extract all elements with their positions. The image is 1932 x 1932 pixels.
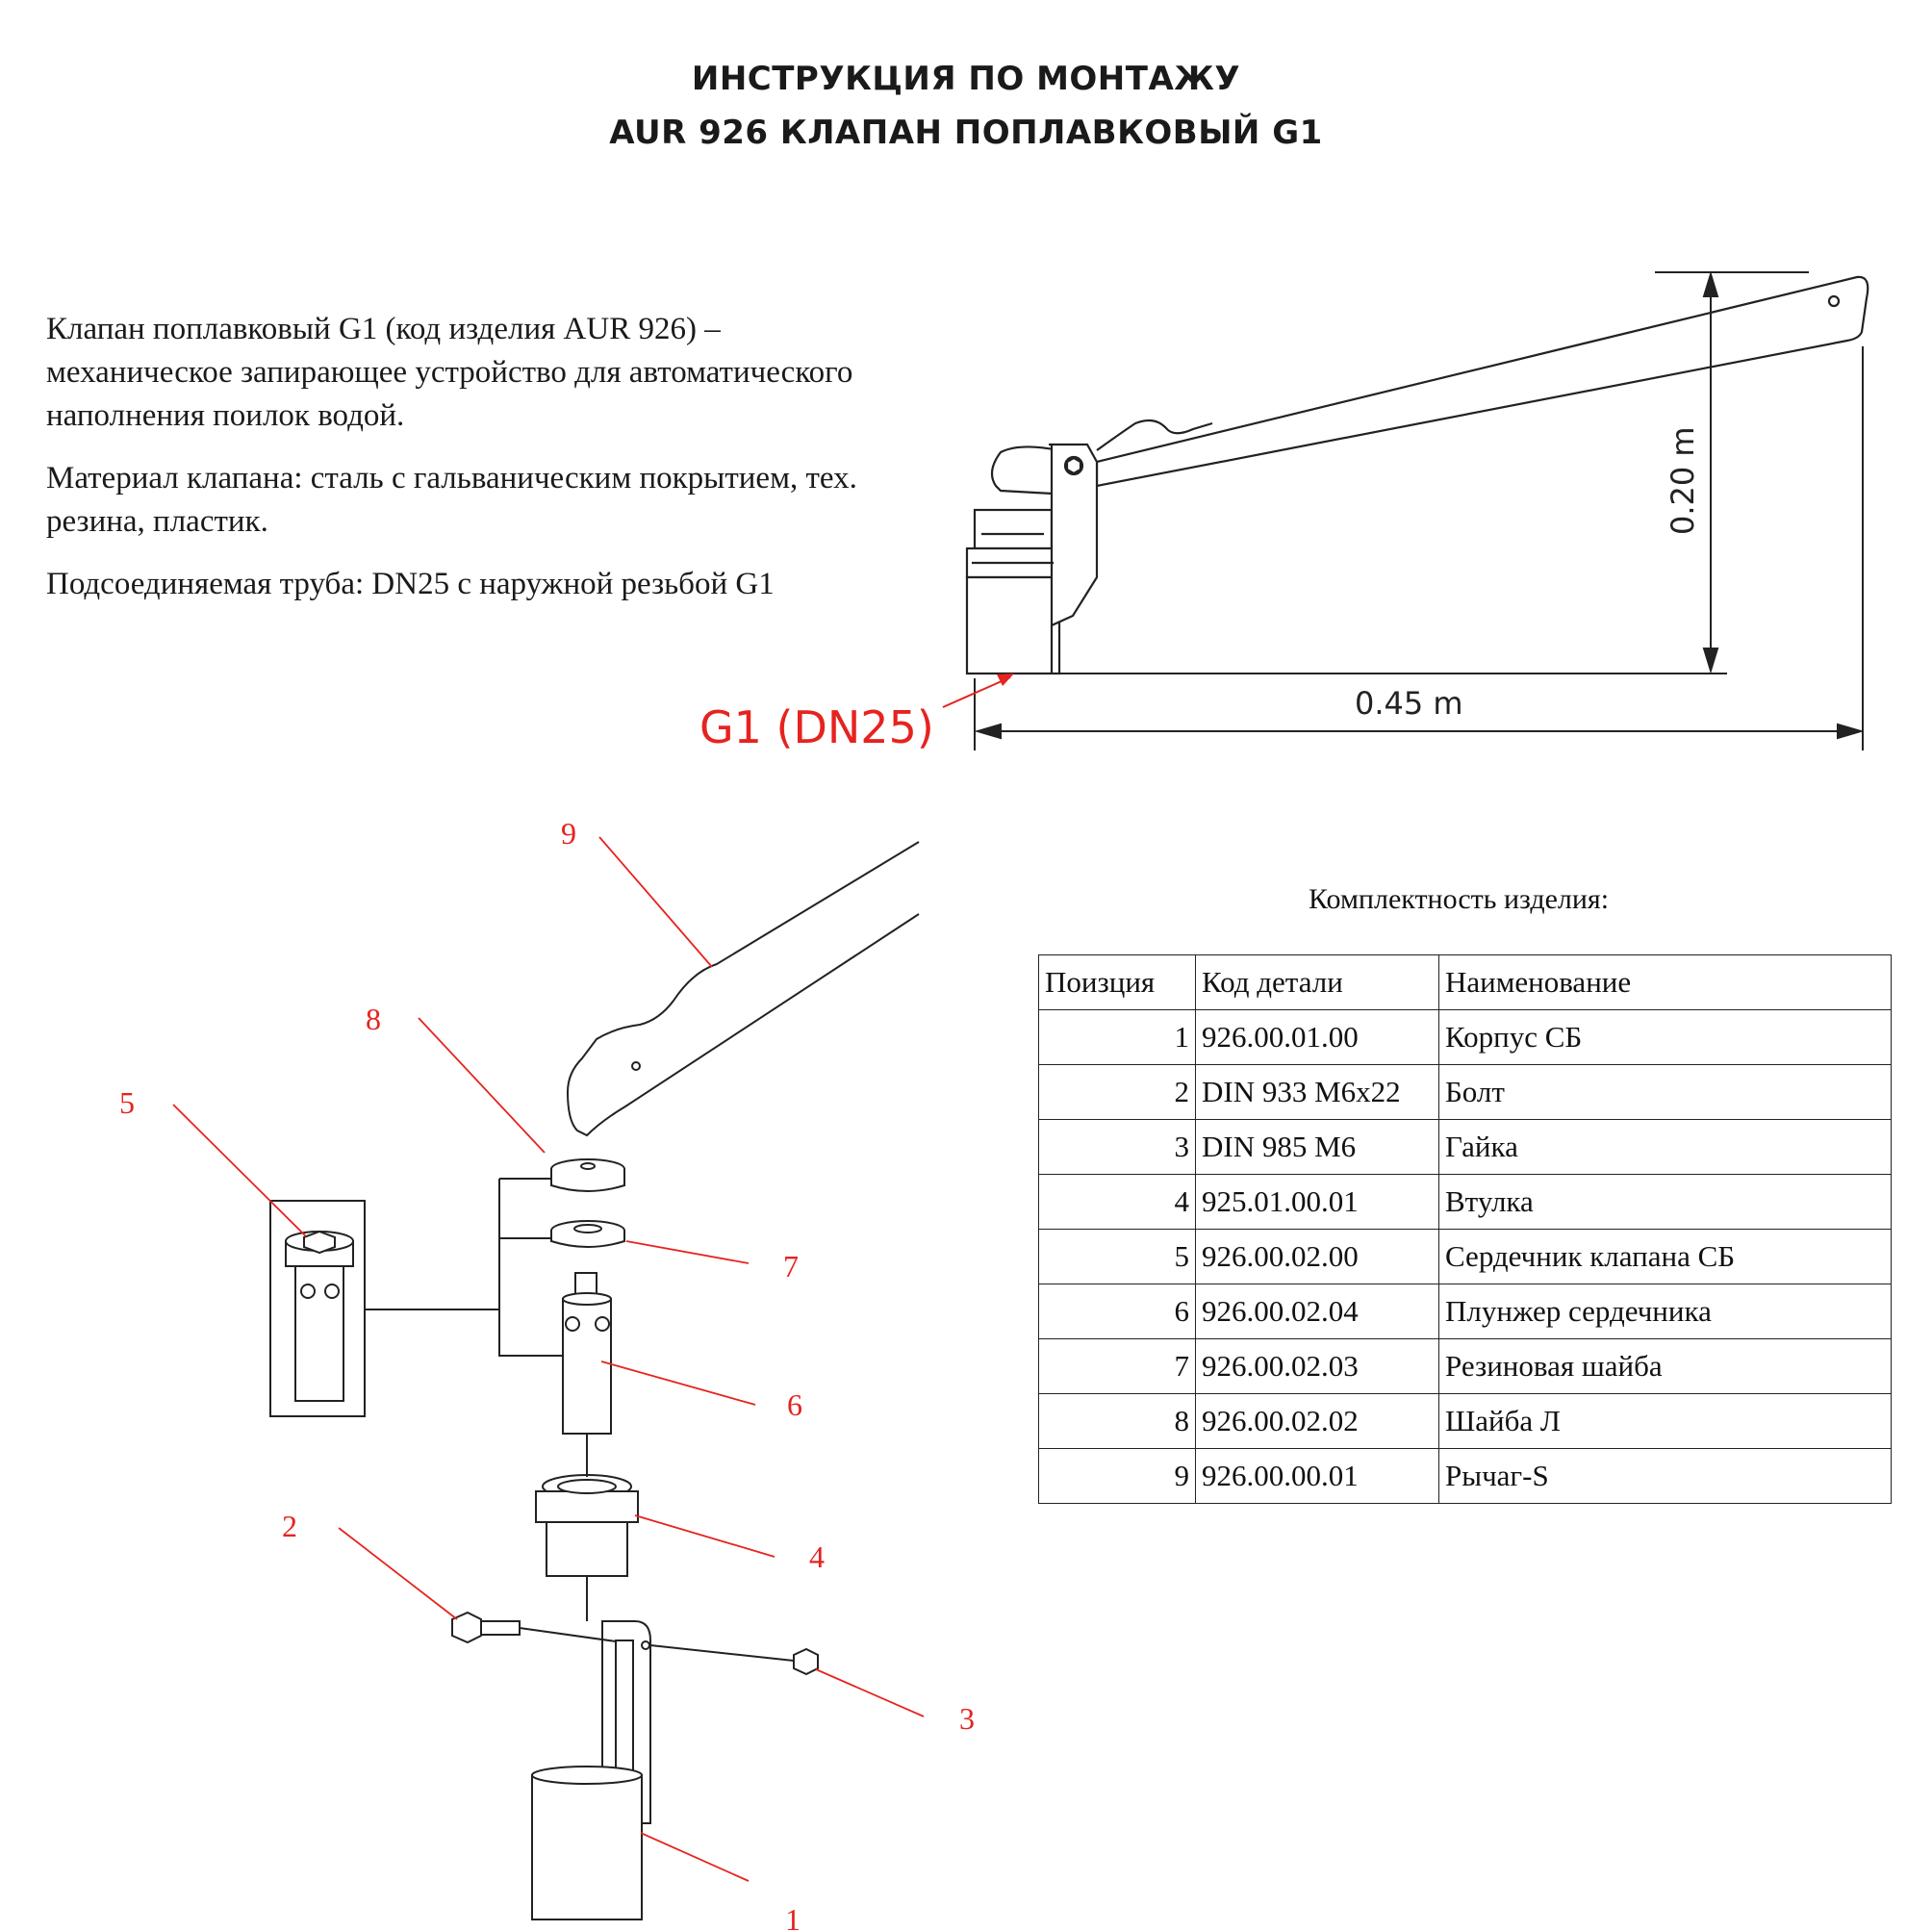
cell-code: 926.00.02.00 <box>1195 1229 1439 1284</box>
cell-name: Шайба Л <box>1438 1393 1892 1449</box>
cell-pos: 3 <box>1038 1119 1196 1175</box>
callout-2: 2 <box>282 1509 297 1543</box>
callout-leaders <box>172 836 925 1882</box>
cell-pos: 7 <box>1038 1338 1196 1394</box>
cell-name: Корпус СБ <box>1438 1009 1892 1065</box>
callout-4: 4 <box>809 1539 825 1574</box>
document-title-line2: AUR 926 КЛАПАН ПОПЛАВКОВЫЙ G1 <box>609 114 1323 152</box>
cell-pos: 8 <box>1038 1393 1196 1449</box>
cell-pos: 1 <box>1038 1009 1196 1065</box>
dimension-lines <box>974 270 1865 750</box>
callout-7: 7 <box>783 1249 799 1284</box>
cell-name: Гайка <box>1438 1119 1892 1175</box>
cell-code: DIN 985 M6 <box>1195 1119 1439 1175</box>
cell-code: 926.00.02.02 <box>1195 1393 1439 1449</box>
callout-6: 6 <box>787 1387 802 1422</box>
cell-name: Рычаг-S <box>1438 1448 1892 1504</box>
callout-1: 1 <box>785 1902 801 1932</box>
height-dimension-label: 0.20 m <box>1665 426 1701 535</box>
cell-name: Втулка <box>1438 1174 1892 1230</box>
callout-3: 3 <box>959 1701 975 1736</box>
cell-name: Резиновая шайба <box>1438 1338 1892 1394</box>
cell-pos: 9 <box>1038 1448 1196 1504</box>
cell-pos: 4 <box>1038 1174 1196 1230</box>
cell-name: Болт <box>1438 1064 1892 1120</box>
connection-arrow <box>942 674 1014 708</box>
callout-8: 8 <box>366 1002 381 1036</box>
cell-name: Плунжер сердечника <box>1438 1284 1892 1339</box>
cell-code: 925.01.00.01 <box>1195 1174 1439 1230</box>
length-dimension-label: 0.45 m <box>1355 685 1463 722</box>
cell-code: DIN 933 M6x22 <box>1195 1064 1439 1120</box>
valve-side-view <box>965 275 1869 675</box>
cell-code: 926.00.01.00 <box>1195 1009 1439 1065</box>
cell-code: 926.00.02.04 <box>1195 1284 1439 1339</box>
description-para-3: Подсоединяемая труба: DN25 с наружной ре… <box>46 567 775 601</box>
callout-5: 5 <box>119 1085 135 1120</box>
connection-label: G1 (DN25) <box>699 701 934 753</box>
header-name: Наименование <box>1438 954 1892 1010</box>
description-block: Клапан поплавковый G1 (код изделия AUR 9… <box>46 308 951 625</box>
document-title-line1: ИНСТРУКЦИЯ ПО МОНТАЖУ <box>691 60 1241 98</box>
callout-numbers: 1 2 3 4 5 6 7 8 9 <box>119 816 975 1932</box>
parts-table-header-row: Поизция Код детали Наименование <box>1038 954 1892 1010</box>
exploded-view <box>269 841 920 1920</box>
header-position: Поизция <box>1038 954 1196 1010</box>
description-para-2: Материал клапана: сталь с гальваническим… <box>46 461 857 539</box>
cell-pos: 5 <box>1038 1229 1196 1284</box>
header-code: Код детали <box>1195 954 1439 1010</box>
cell-code: 926.00.00.01 <box>1195 1448 1439 1504</box>
cell-pos: 6 <box>1038 1284 1196 1339</box>
cell-code: 926.00.02.03 <box>1195 1338 1439 1394</box>
cell-pos: 2 <box>1038 1064 1196 1120</box>
parts-table-caption: Комплектность изделия: <box>1309 883 1610 915</box>
callout-9: 9 <box>561 816 576 851</box>
description-para-1: Клапан поплавковый G1 (код изделия AUR 9… <box>46 312 853 433</box>
cell-name: Сердечник клапана СБ <box>1438 1229 1892 1284</box>
